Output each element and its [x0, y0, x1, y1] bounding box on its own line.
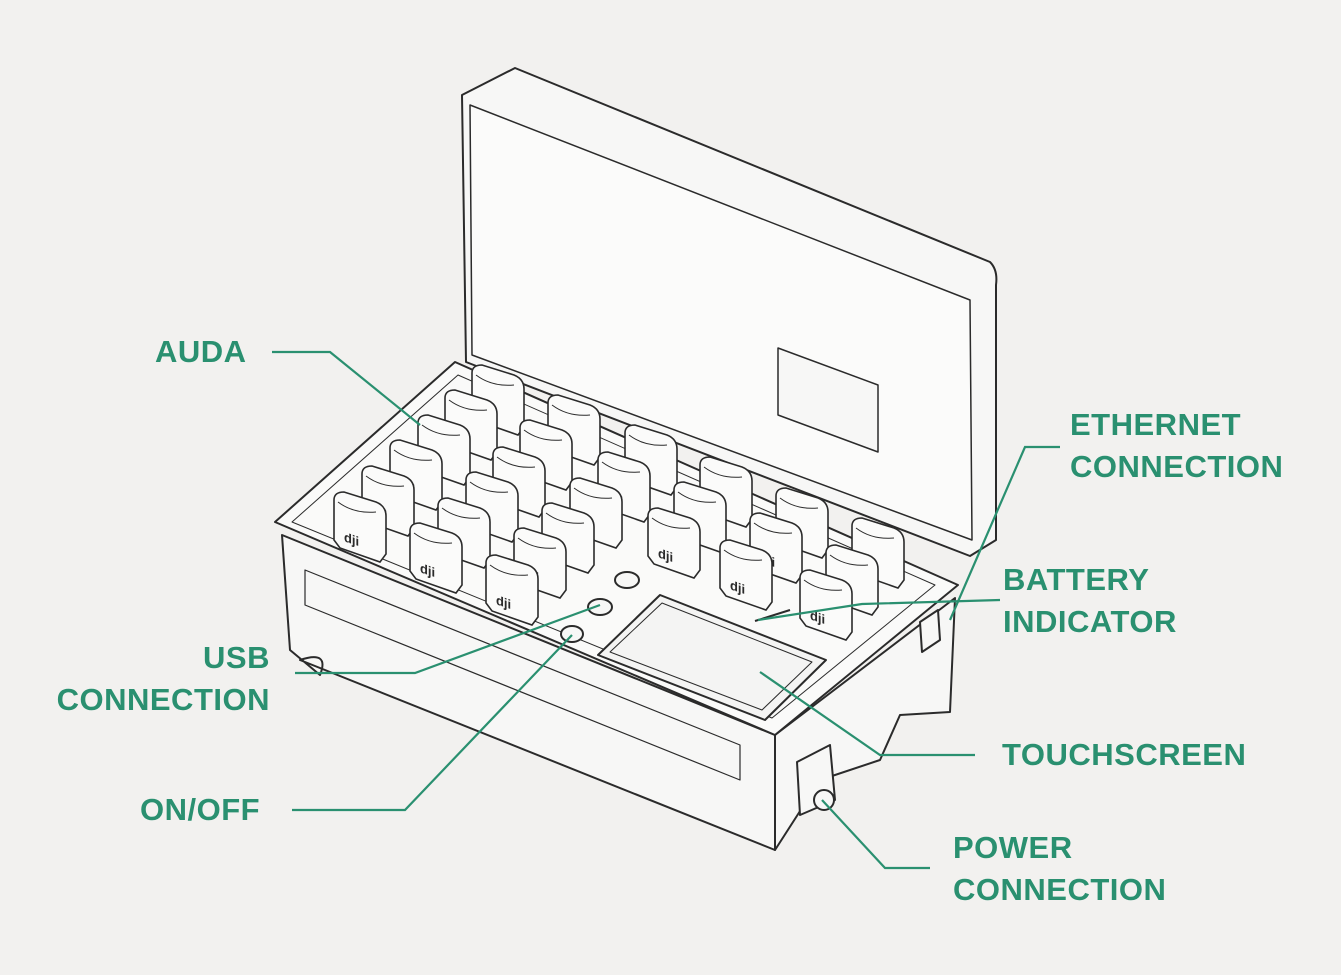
label-auda: AUDA [155, 334, 247, 369]
label-ethernet-line1: ETHERNET [1070, 407, 1242, 442]
battery-logo: dji [420, 561, 435, 581]
label-usb-line2: CONNECTION [56, 682, 270, 717]
label-usb-line1: USB [203, 640, 270, 675]
battery-logo: dji [496, 593, 511, 613]
label-on-off: ON/OFF [140, 792, 261, 827]
auda-battery: dji [647, 507, 701, 579]
callout-line-onoff [292, 634, 573, 812]
label-power-line1: POWER [953, 830, 1073, 865]
touchscreen-panel [597, 594, 827, 721]
auda-battery: dji [333, 491, 387, 563]
label-ethernet: ETHERNET CONNECTION [1070, 404, 1283, 488]
usb-port [587, 598, 613, 616]
battery-logo: dji [730, 578, 745, 598]
power-button [560, 625, 584, 643]
auda-battery: dji [485, 554, 539, 626]
label-touchscreen: TOUCHSCREEN [1002, 737, 1247, 772]
label-power-connection: POWER CONNECTION [953, 827, 1166, 911]
label-battery-indicator: BATTERY INDICATOR [1003, 559, 1177, 643]
label-battery-line1: BATTERY [1003, 562, 1150, 597]
label-usb-connection: USB CONNECTION [57, 637, 270, 721]
case-front [281, 534, 776, 851]
battery-logo: dji [658, 546, 673, 566]
lid-label-plate [777, 347, 879, 453]
front-panel [304, 569, 741, 781]
ethernet-port [919, 609, 941, 653]
battery-logo: dji [344, 530, 359, 550]
callout-lines [272, 350, 1060, 870]
label-battery-line2: INDICATOR [1003, 604, 1177, 639]
label-power-line2: CONNECTION [953, 872, 1167, 907]
auda-battery: dji [409, 522, 463, 594]
auda-battery: dji [719, 539, 773, 611]
callout-line-battery [757, 598, 1001, 622]
callout-line-ethernet [948, 445, 1060, 621]
callout-line-power [821, 799, 930, 870]
case-right-side [774, 597, 956, 851]
callout-line-auda [272, 350, 421, 426]
label-ethernet-line2: CONNECTION [1070, 449, 1284, 484]
callout-line-touchscreen [759, 671, 975, 757]
callout-line-usb [295, 603, 601, 675]
usb-port-2 [614, 571, 640, 589]
